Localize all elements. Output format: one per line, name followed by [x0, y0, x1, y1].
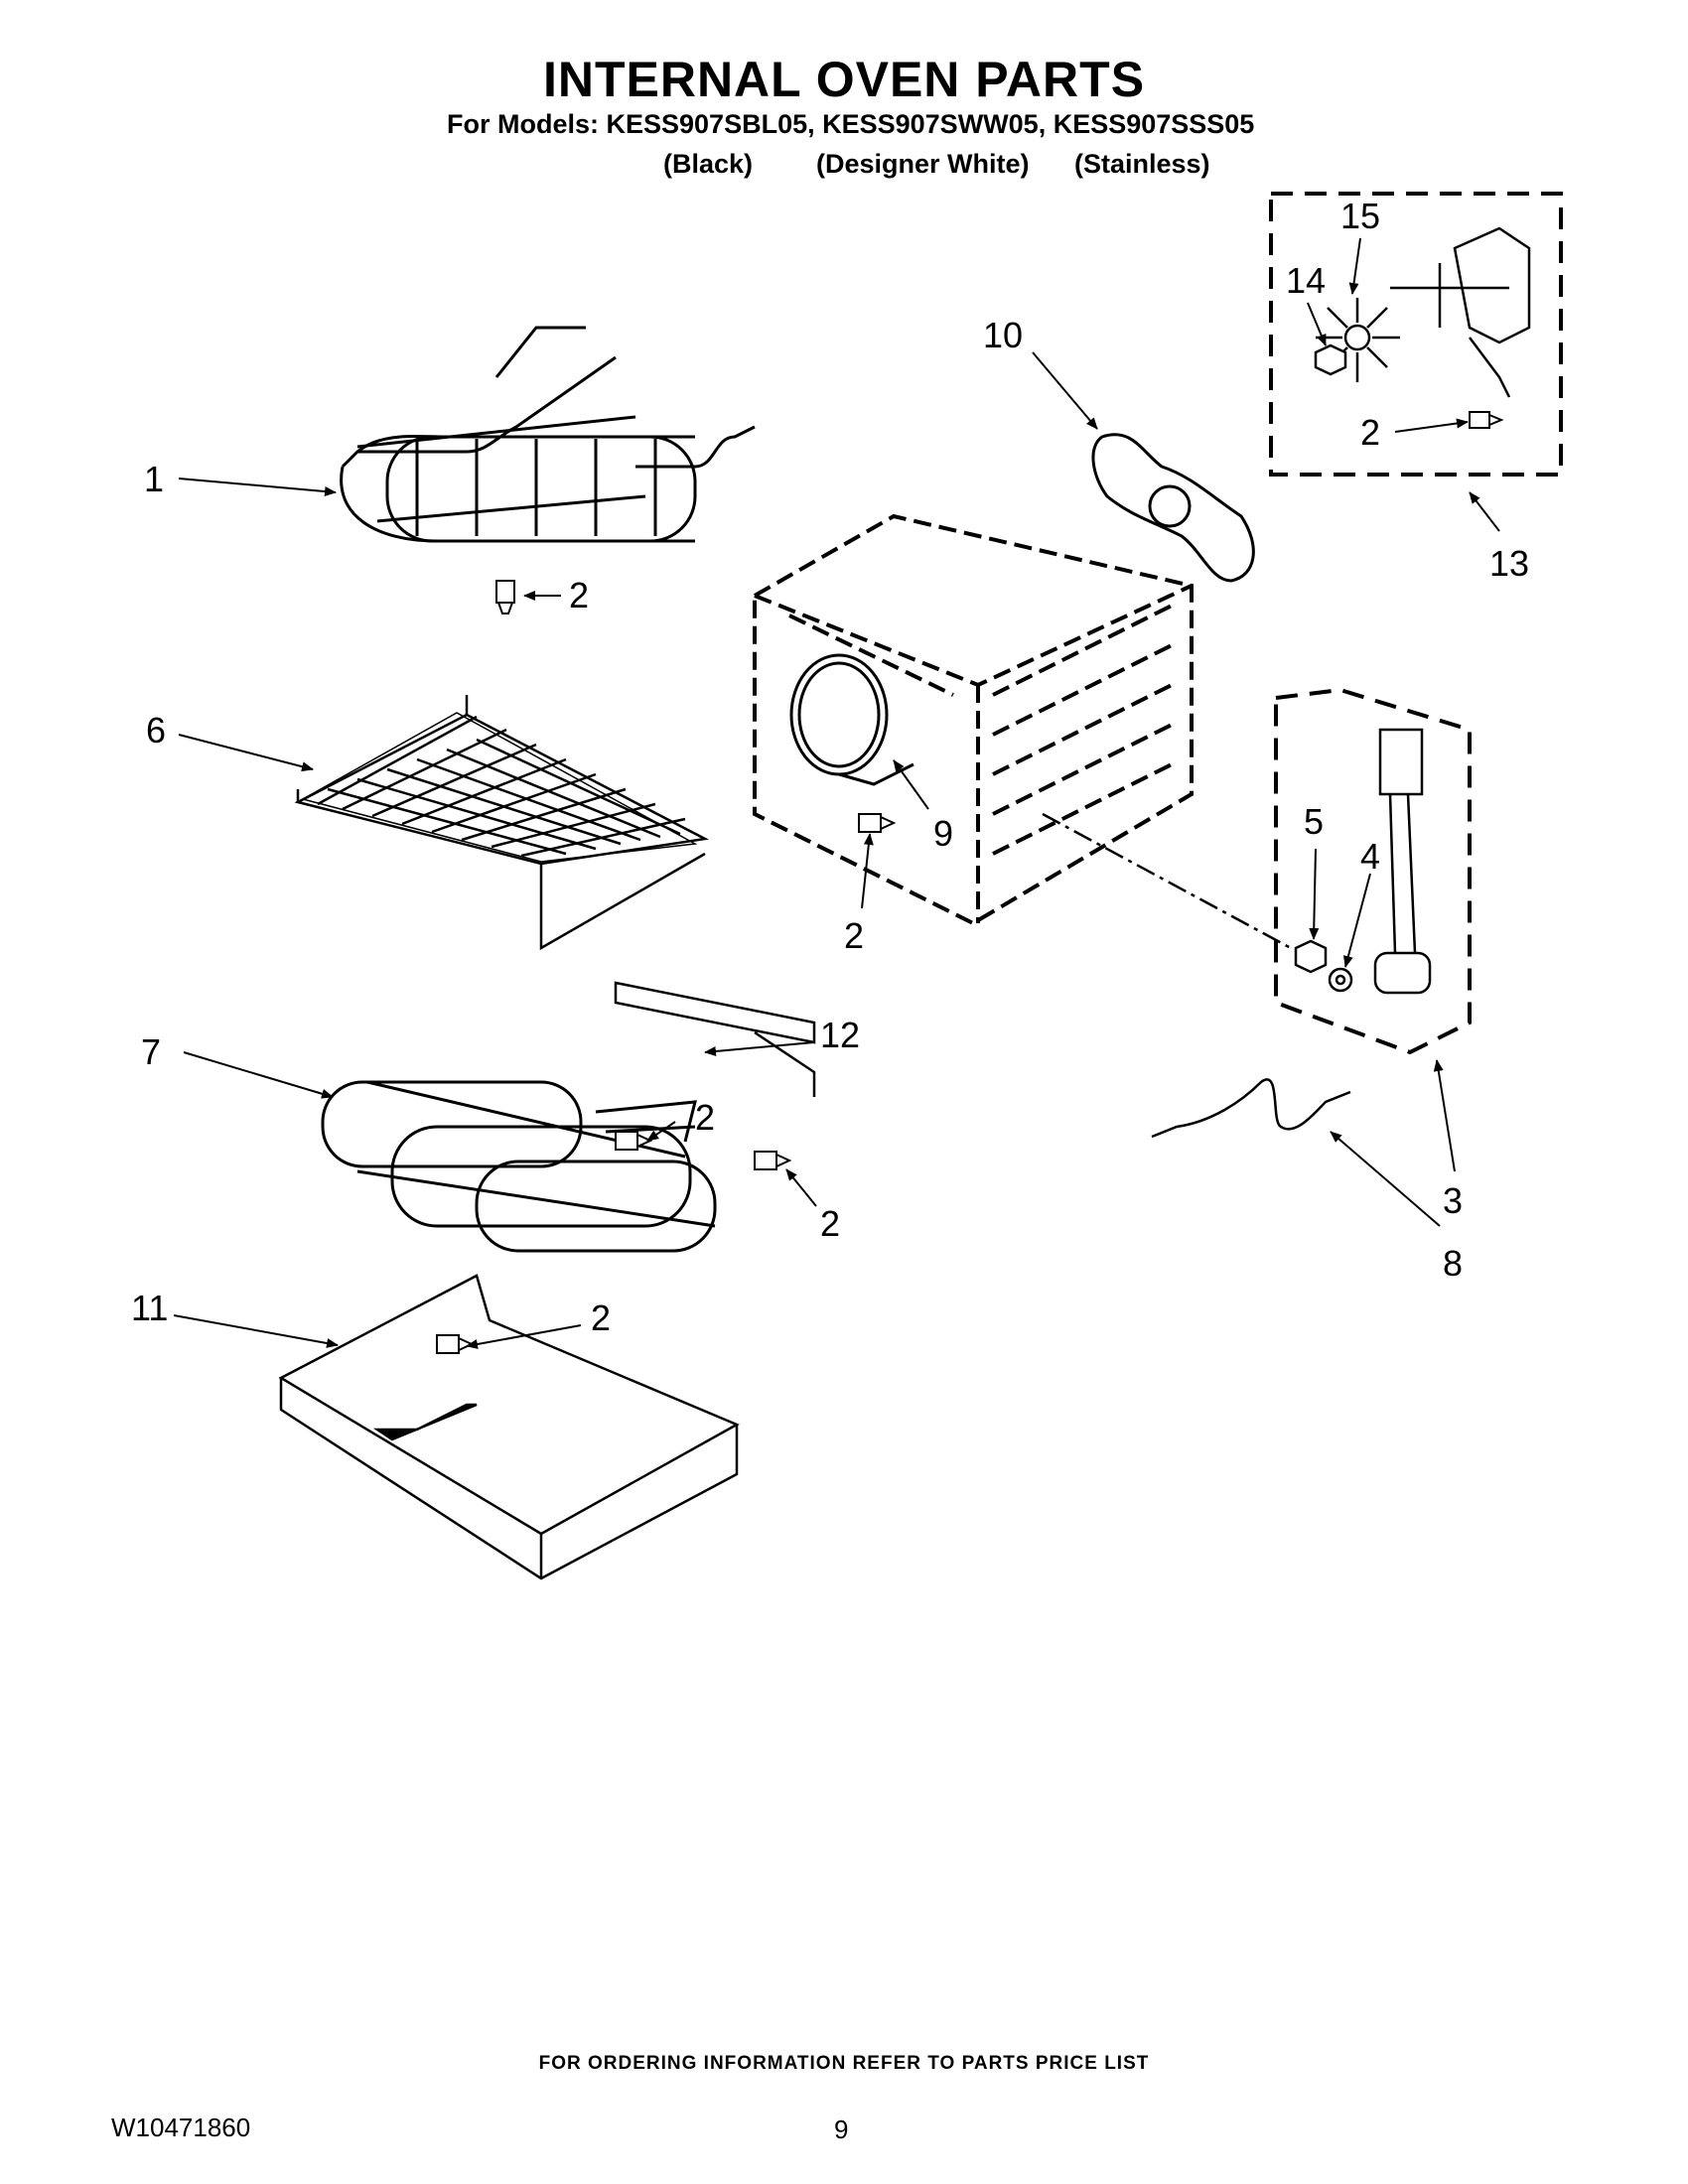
- callout-13: 13: [1489, 543, 1529, 584]
- convection-element: [789, 653, 914, 786]
- callout-1: 1: [144, 459, 164, 499]
- bottom-cover: [278, 1274, 740, 1580]
- bake-element-bracket: [614, 981, 816, 1097]
- screw-13: [1469, 411, 1504, 429]
- leader-arrows: [173, 237, 1500, 1349]
- callout-12: 12: [820, 1015, 860, 1055]
- washer-4: [1328, 967, 1353, 993]
- callout-11: 11: [131, 1288, 168, 1328]
- sensor-kit-box: [1274, 687, 1472, 1055]
- color-stainless: (Stainless): [1074, 149, 1210, 179]
- callout-labels: 1 2 6 7 2 2 12 11 2 9 2 10 15 14 2 13 5 …: [131, 196, 1529, 1338]
- callout-3: 3: [1443, 1180, 1463, 1221]
- callout-14: 14: [1286, 260, 1326, 301]
- callout-8: 8: [1443, 1243, 1463, 1284]
- screw-11: [436, 1334, 475, 1354]
- meat-probe: [1151, 1078, 1351, 1139]
- models-line: For Models: KESS907SBL05, KESS907SWW05, …: [447, 109, 1255, 139]
- color-black: (Black): [663, 149, 754, 179]
- callout-10: 10: [983, 315, 1023, 355]
- nut-14: [1314, 343, 1347, 376]
- screw-7b: [754, 1151, 792, 1170]
- page-header: INTERNAL OVEN PARTS: [0, 50, 1688, 109]
- callout-2: 2: [695, 1097, 715, 1138]
- callout-9: 9: [933, 813, 953, 854]
- bake-element: [321, 1080, 717, 1253]
- fan-baffle: [1091, 433, 1255, 583]
- callout-2: 2: [1360, 412, 1380, 453]
- page-title: INTERNAL OVEN PARTS: [542, 52, 1146, 107]
- callout-2: 2: [844, 915, 864, 956]
- callout-4: 4: [1360, 836, 1380, 877]
- oven-cavity: [753, 513, 1194, 926]
- ordering-note: FOR ORDERING INFORMATION REFER TO PARTS …: [538, 2053, 1150, 2074]
- callout-7: 7: [141, 1031, 161, 1072]
- callout-2: 2: [820, 1203, 840, 1244]
- temperature-sensor: [1373, 728, 1432, 995]
- callout-15: 15: [1340, 196, 1380, 236]
- callout-2: 2: [591, 1297, 611, 1338]
- screw-7a: [615, 1131, 653, 1151]
- color-designer-white: (Designer White): [816, 149, 1030, 179]
- callout-6: 6: [146, 710, 166, 751]
- page-number: 9: [834, 2115, 849, 2144]
- oven-rack: [294, 695, 709, 951]
- sensor-install-line: [1042, 812, 1292, 950]
- screw-9: [858, 813, 897, 833]
- nut-5: [1294, 939, 1328, 974]
- fan-motor-kit-box: [1269, 192, 1563, 477]
- screw-1: [495, 580, 515, 614]
- fan-blade: [1316, 298, 1400, 382]
- callout-2: 2: [569, 575, 589, 615]
- document-number: W10471860: [111, 2113, 251, 2142]
- callout-5: 5: [1304, 801, 1324, 842]
- fan-motor: [1390, 226, 1531, 398]
- broil-element: [340, 326, 756, 543]
